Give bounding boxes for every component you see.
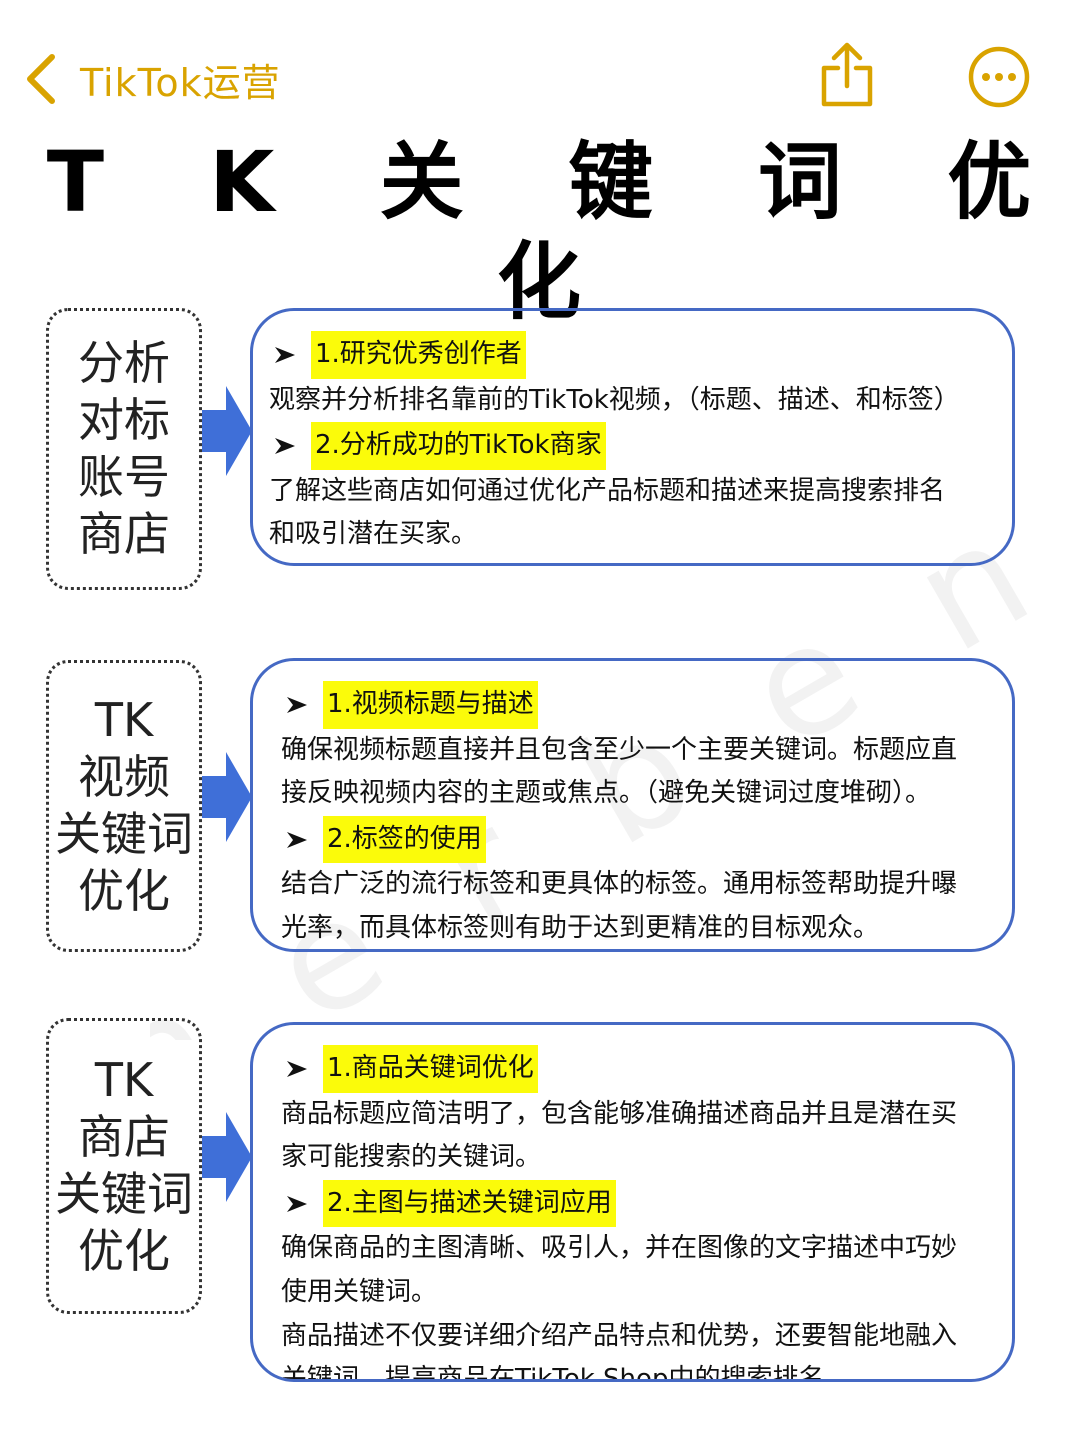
- bullet-arrow-icon: [287, 696, 307, 713]
- body-text: 接反映视频内容的主题或焦点。（避免关键词过度堆砌）。: [281, 778, 932, 809]
- list-item-heading: 1.研究优秀创作者: [269, 331, 1002, 379]
- more-icon[interactable]: [966, 44, 1032, 110]
- body-text: 了解这些商店如何通过优化产品标题和描述来提高搜索排名: [269, 475, 946, 506]
- share-icon[interactable]: [816, 40, 878, 110]
- list-item-heading: 2.主图与描述关键词应用: [281, 1179, 1002, 1228]
- bullet-arrow-icon: [275, 437, 295, 454]
- bullet-arrow-icon: [287, 831, 307, 848]
- body-text: 商品标题应简洁明了，包含能够准确描述商品并且是潜在买: [281, 1098, 958, 1129]
- back-button[interactable]: TikTok运营: [22, 50, 292, 108]
- section-label-box: 分析 对标 账号 商店: [46, 308, 202, 590]
- section-label: 分析 对标 账号 商店: [78, 336, 170, 561]
- section-label-box: TK 商店 关键词 优化: [46, 1018, 202, 1314]
- top-nav-bar: TikTok运营: [0, 0, 1080, 130]
- right-arrow-icon: [202, 752, 252, 842]
- body-text: 商品描述不仅要详细介绍产品特点和优势，还要智能地融入: [281, 1320, 958, 1351]
- right-arrow-icon: [202, 1112, 252, 1202]
- body-text: 光率，而具体标签则有助于达到更精准的目标观众。: [281, 912, 880, 943]
- bullet-arrow-icon: [287, 1195, 307, 1212]
- list-item-heading: 1.商品关键词优化: [281, 1045, 1002, 1093]
- body-text: 确保商品的主图清晰、吸引人，并在图像的文字描述中巧妙: [281, 1233, 958, 1264]
- body-text: 使用关键词。: [281, 1276, 438, 1307]
- back-label: TikTok运营: [80, 60, 281, 105]
- body-text: 结合广泛的流行标签和更具体的标签。通用标签帮助提升曝: [281, 869, 958, 900]
- content-card: 1.商品关键词优化 商品标题应简洁明了，包含能够准确描述商品并且是潜在买 家可能…: [250, 1022, 1015, 1382]
- body-text: 家可能搜索的关键词。: [281, 1142, 542, 1173]
- list-item-heading: 2.标签的使用: [281, 815, 1002, 864]
- section-label-box: TK 视频 关键词 优化: [46, 660, 202, 952]
- body-text: 关键词，提高商品在TikTok Shop中的搜索排名。: [281, 1364, 851, 1382]
- list-item-heading: 2.分析成功的TikTok商家: [269, 422, 1002, 470]
- list-item-heading: 1.视频标题与描述: [281, 681, 1002, 729]
- right-arrow-icon: [202, 386, 252, 476]
- chevron-left-icon: [27, 54, 55, 104]
- section-label: TK 商店 关键词 优化: [55, 1053, 193, 1278]
- content-card: 1.研究优秀创作者 观察并分析排名靠前的TikTok视频，（标题、描述、和标签）…: [250, 308, 1015, 566]
- page-title: T K 关 键 词 优 化: [46, 133, 1070, 331]
- body-text: 观察并分析排名靠前的TikTok视频，（标题、描述、和标签）: [269, 384, 960, 415]
- bullet-arrow-icon: [287, 1060, 307, 1077]
- section-label: TK 视频 关键词 优化: [55, 693, 193, 918]
- content-card: 1.视频标题与描述 确保视频标题直接并且包含至少一个主要关键词。标题应直 接反映…: [250, 658, 1015, 952]
- body-text: 和吸引潜在买家。: [269, 519, 478, 550]
- bullet-arrow-icon: [275, 346, 295, 363]
- body-text: 确保视频标题直接并且包含至少一个主要关键词。标题应直: [281, 734, 958, 765]
